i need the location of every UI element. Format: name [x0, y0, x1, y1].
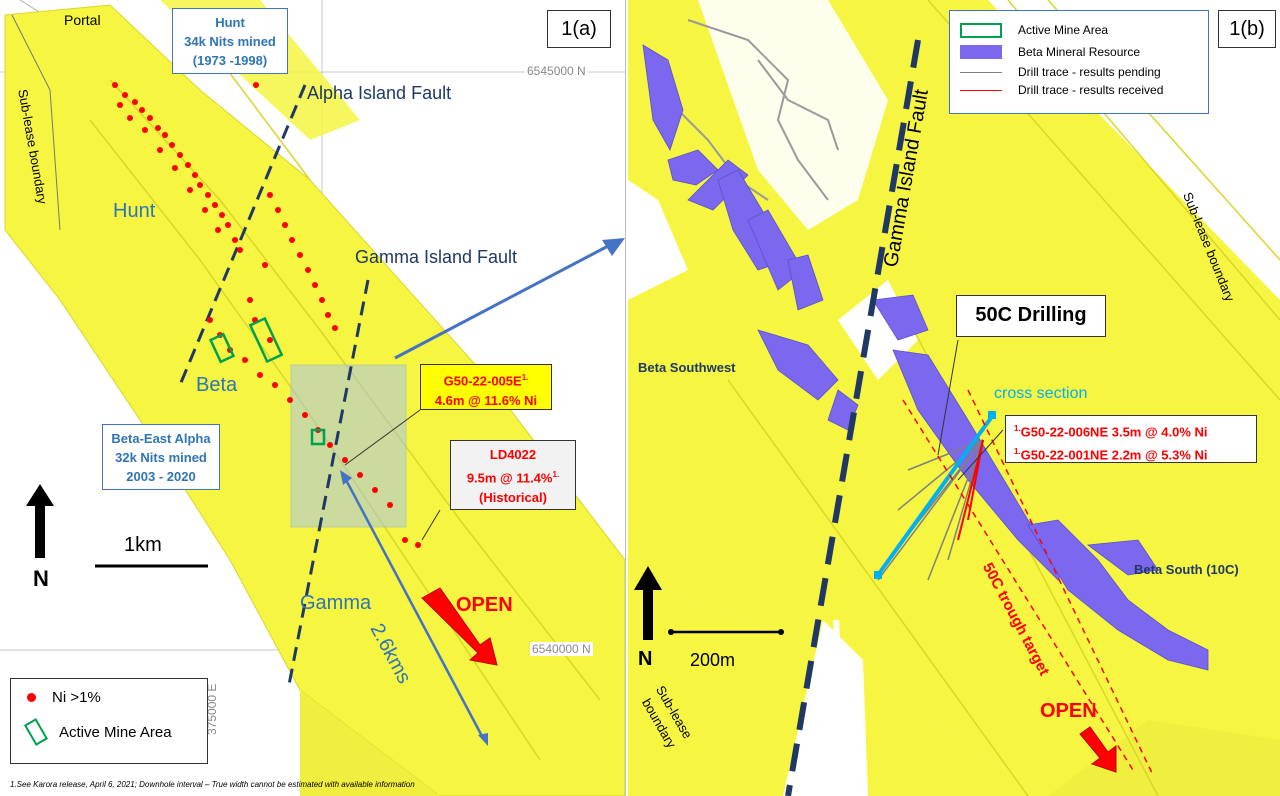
active-mine-icon-b: [960, 22, 1002, 38]
map-b-canvas: [628, 0, 1280, 796]
gamma-fault-b: [785, 39, 921, 796]
hunt-box-line1: Hunt: [215, 15, 245, 30]
beta-label: Beta: [196, 374, 238, 396]
open-label-a: OPEN: [456, 594, 513, 616]
ld4022-result-box: LD4022 9.5m @ 11.4%1. (Historical): [450, 440, 576, 510]
beta-south-label: Beta South (10C): [1134, 562, 1239, 577]
gamma-label: Gamma: [300, 592, 372, 614]
cross-section-label: cross section: [994, 385, 1088, 402]
open-arrow-a: [421, 587, 498, 666]
map-a-canvas: [0, 0, 625, 796]
g50-result-box: G50-22-005E1. 4.6m @ 11.6% Ni: [420, 364, 552, 410]
scale-label-a: 1km: [124, 534, 162, 556]
map-panel-a: 1(a) Portal Hunt 34k Nits mined (1973 -1…: [0, 0, 626, 796]
beta-southwest-label: Beta Southwest: [638, 360, 736, 375]
legend-b-beta: Beta Mineral Resource: [1018, 45, 1141, 59]
zoom-area-box: [290, 364, 407, 528]
g50-interval: 4.6m @ 11.6% Ni: [434, 393, 538, 409]
ni-dot-icon: [27, 693, 36, 702]
northing-bottom: 6540000 N: [530, 642, 593, 656]
active-mine-icon: [23, 718, 49, 746]
g50-hole-id: G50-22-005E: [443, 373, 522, 389]
panel-label-a: 1(a): [547, 10, 611, 48]
legend-active-label: Active Mine Area: [59, 723, 172, 741]
hunt-box-line3: (1973 -1998): [192, 53, 268, 68]
g50-footnote-ref: 1.: [521, 373, 529, 382]
result-2-text: G50-22-001NE 2.2m @ 5.3% Ni: [1020, 447, 1208, 463]
beta-east-info-box: Beta-East Alpha 32k Nits mined 2003 - 20…: [102, 424, 220, 490]
beta-east-line1: Beta-East Alpha: [111, 431, 211, 446]
ld-hole-id: LD4022: [489, 447, 537, 462]
panel-label-b: 1(b): [1218, 10, 1276, 48]
scale-label-b: 200m: [690, 650, 736, 670]
north-arrow-a: [26, 484, 54, 558]
zoom-arrow: [394, 243, 611, 360]
ld-footnote-ref: 1.: [552, 470, 560, 479]
legend-a: Ni >1% Active Mine Area: [10, 678, 208, 764]
footnote: 1.See Karora release, April 6, 2021; Dow…: [10, 780, 415, 789]
beta-east-line2: 32k Nits mined: [115, 450, 207, 465]
trough-target-line-2: [967, 389, 1154, 776]
hunt-label: Hunt: [113, 200, 156, 222]
cross-section-line: [876, 413, 995, 577]
received-trace-icon: [960, 89, 1002, 91]
ld-historical: (Historical): [479, 490, 547, 506]
result-2-ref: 1.: [1014, 447, 1021, 457]
gamma-fault-label: Gamma Island Fault: [355, 247, 518, 267]
legend-b: Active Mine Area Beta Mineral Resource D…: [949, 10, 1209, 114]
distance-arrow: [343, 477, 485, 739]
drilling-box: 50C Drilling: [956, 295, 1106, 337]
hunt-box-line2: 34k Nits mined: [184, 34, 276, 49]
north-label-b: N: [638, 648, 653, 670]
gamma-island-fault: [286, 279, 370, 691]
results-box: 1.G50-22-006NE 3.5m @ 4.0% Ni 1.G50-22-0…: [1005, 415, 1257, 463]
result-1-text: G50-22-006NE 3.5m @ 4.0% Ni: [1020, 424, 1208, 440]
pending-trace-icon: [960, 71, 1002, 73]
result-1-ref: 1.: [1014, 424, 1021, 433]
beta-mineral-resource: [642, 44, 1209, 671]
legend-ni-label: Ni >1%: [52, 689, 101, 706]
map-panel-b: Active Mine Area Beta Mineral Resource D…: [628, 0, 1280, 796]
ni-points: [112, 22, 421, 548]
open-label-b: OPEN: [1040, 700, 1097, 722]
legend-b-pending: Drill trace - results pending: [1018, 65, 1161, 79]
northing-top: 6545000 N: [525, 64, 588, 78]
legend-b-received: Drill trace - results received: [1018, 83, 1164, 97]
open-arrow-b: [1079, 726, 1117, 773]
trough-target-line-1: [902, 399, 1134, 771]
beta-resource-icon: [960, 45, 1002, 59]
legend-b-active: Active Mine Area: [1018, 23, 1109, 37]
ld-interval: 9.5m @ 11.4%: [466, 470, 553, 486]
portal-label: Portal: [64, 12, 101, 28]
alpha-fault-label: Alpha Island Fault: [307, 83, 452, 103]
beta-east-line3: 2003 - 2020: [126, 469, 196, 484]
north-label-a: N: [33, 566, 49, 591]
hunt-info-box: Hunt 34k Nits mined (1973 -1998): [172, 8, 288, 74]
north-arrow-b: [634, 566, 662, 640]
alpha-island-fault: [178, 84, 307, 386]
